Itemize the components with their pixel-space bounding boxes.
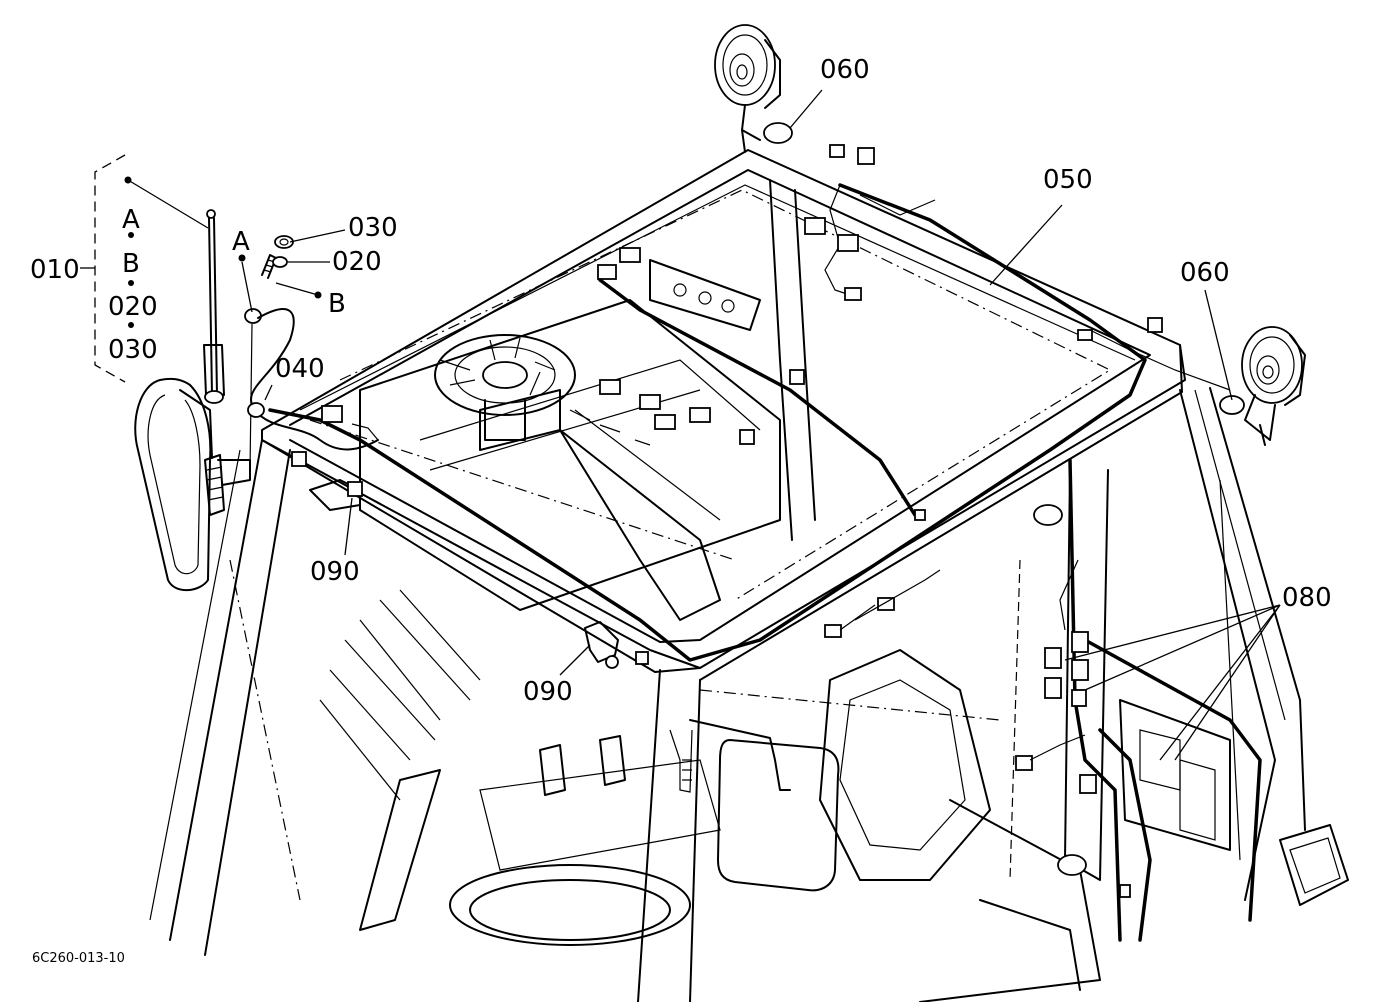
pillar-knob xyxy=(1033,504,1063,526)
callout-030: 030 xyxy=(348,213,398,243)
callout-050: 050 xyxy=(1043,165,1093,195)
clamp-090-left xyxy=(309,479,363,511)
pillar-knob-lower xyxy=(1057,854,1087,876)
leader-lines xyxy=(80,89,1281,761)
callout-060-right: 060 xyxy=(1180,258,1230,288)
work-light-left xyxy=(714,24,793,153)
kit-list-a: A xyxy=(122,205,140,235)
callout-090-center: 090 xyxy=(523,677,573,707)
ref-b-bullet xyxy=(314,291,322,299)
kit-bullet-a xyxy=(128,232,134,238)
rear-view-mirror xyxy=(669,719,840,892)
kit-list-030: 030 xyxy=(108,335,158,365)
drawing-number: 6C260-013-10 xyxy=(32,951,125,966)
kit-bullet-antenna xyxy=(124,176,132,184)
wire-harness-050 xyxy=(268,144,1262,942)
cab-roof-frame xyxy=(261,149,1186,681)
callout-090-left: 090 xyxy=(310,557,360,587)
callout-010: 010 xyxy=(30,255,80,285)
roof-ac-unit xyxy=(359,247,781,621)
ref-b-label: B xyxy=(328,289,346,319)
work-light-right xyxy=(1219,326,1306,446)
kit-list-020: 020 xyxy=(108,292,158,322)
clamp-090-center xyxy=(584,621,649,669)
callout-060-top: 060 xyxy=(820,55,870,85)
callout-040: 040 xyxy=(275,354,325,384)
cab-interior xyxy=(229,559,1349,1002)
kit-bullet-b xyxy=(128,280,134,286)
ref-a-label: A xyxy=(232,227,250,257)
ref-a-bullet xyxy=(238,254,246,262)
callout-020: 020 xyxy=(332,247,382,277)
antenna-assembly xyxy=(134,209,379,592)
kit-list-b: B xyxy=(122,249,140,279)
kit-bullet-020 xyxy=(128,322,134,328)
callout-080: 080 xyxy=(1282,583,1332,613)
